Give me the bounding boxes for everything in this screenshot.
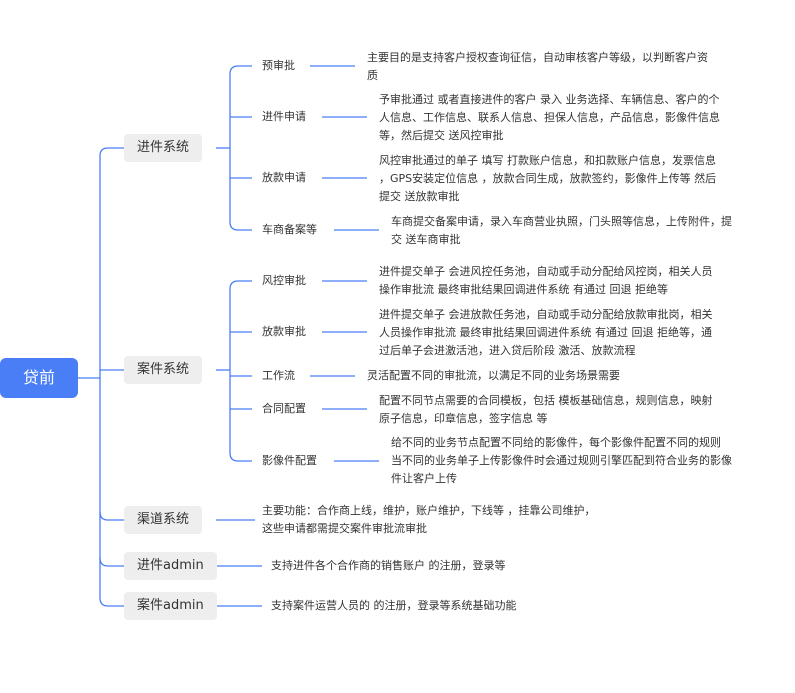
connector-intake-admin	[99, 557, 124, 567]
connector-channel-system	[99, 511, 124, 521]
desc-intake-application: 予审批通过 或者直接进件的客户 录入 业务选择、车辆信息、客户的个 人信息、工作…	[379, 93, 720, 142]
node-risk-approval[interactable]: 风控审批	[262, 274, 306, 287]
desc-loan-approval: 进件提交单子 会进放款任务池，自动或手动分配给放款审批岗，相关 人员操作审批流 …	[379, 308, 713, 357]
intake-child-3	[229, 221, 252, 231]
connector-intake-system	[99, 147, 124, 378]
desc-channel-system: 主要功能：合作商上线，维护，账户维护，下线等 ，挂靠公司维护， 这些申请都需提交…	[262, 504, 596, 535]
branch-channel-system[interactable]: 渠道系统	[124, 506, 203, 534]
node-loan-application[interactable]: 放款申请	[262, 171, 306, 184]
intake-child-0	[229, 65, 252, 75]
desc-intake-admin: 支持进件各个合作商的销售账户 的注册，登录等	[271, 559, 506, 572]
root-node[interactable]: 贷前	[0, 358, 78, 398]
desc-pre-approval: 主要目的是支持客户授权查询征信，自动审核客户等级，以判断客户资 质	[367, 51, 708, 82]
case-child-0	[229, 280, 252, 290]
node-workflow[interactable]: 工作流	[262, 369, 295, 382]
node-loan-approval[interactable]: 放款审批	[262, 325, 306, 338]
node-dealer-filing[interactable]: 车商备案等	[262, 223, 317, 236]
desc-case-admin: 支持案件运营人员的 的注册，登录等系统基础功能	[271, 599, 517, 612]
branch-case-system[interactable]: 案件系统	[124, 356, 203, 384]
desc-contract-config: 配置不同节点需要的合同模板，包括 模板基础信息，规则信息，映射 原子信息，印章信…	[379, 394, 713, 425]
desc-workflow: 灵活配置不同的审批流，以满足不同的业务场景需要	[367, 369, 620, 382]
node-contract-config[interactable]: 合同配置	[262, 402, 306, 415]
node-pre-approval[interactable]: 预审批	[262, 59, 295, 72]
desc-loan-application: 风控审批通过的单子 填写 打款账户信息，和扣款账户信息，发票信息 ，GPS安装定…	[379, 154, 717, 203]
connector-case-admin	[99, 378, 124, 607]
case-child-4	[229, 452, 252, 462]
node-intake-application[interactable]: 进件申请	[262, 110, 306, 123]
desc-risk-approval: 进件提交单子 会进风控任务池，自动或手动分配给风控岗，相关人员 操作审批流 最终…	[379, 265, 713, 296]
branch-intake-admin[interactable]: 进件admin	[124, 552, 217, 580]
desc-image-config: 给不同的业务节点配置不同给的影像件，每个影像件配置不同的规则 当不同的业务单子上…	[391, 436, 732, 485]
desc-dealer-filing: 车商提交备案申请，录入车商营业执照，门头照等信息，上传附件，提 交 送车商审批	[391, 215, 732, 246]
branch-intake-system[interactable]: 进件系统	[124, 134, 203, 162]
node-image-config[interactable]: 影像件配置	[262, 454, 317, 467]
branch-case-admin[interactable]: 案件admin	[124, 592, 217, 620]
